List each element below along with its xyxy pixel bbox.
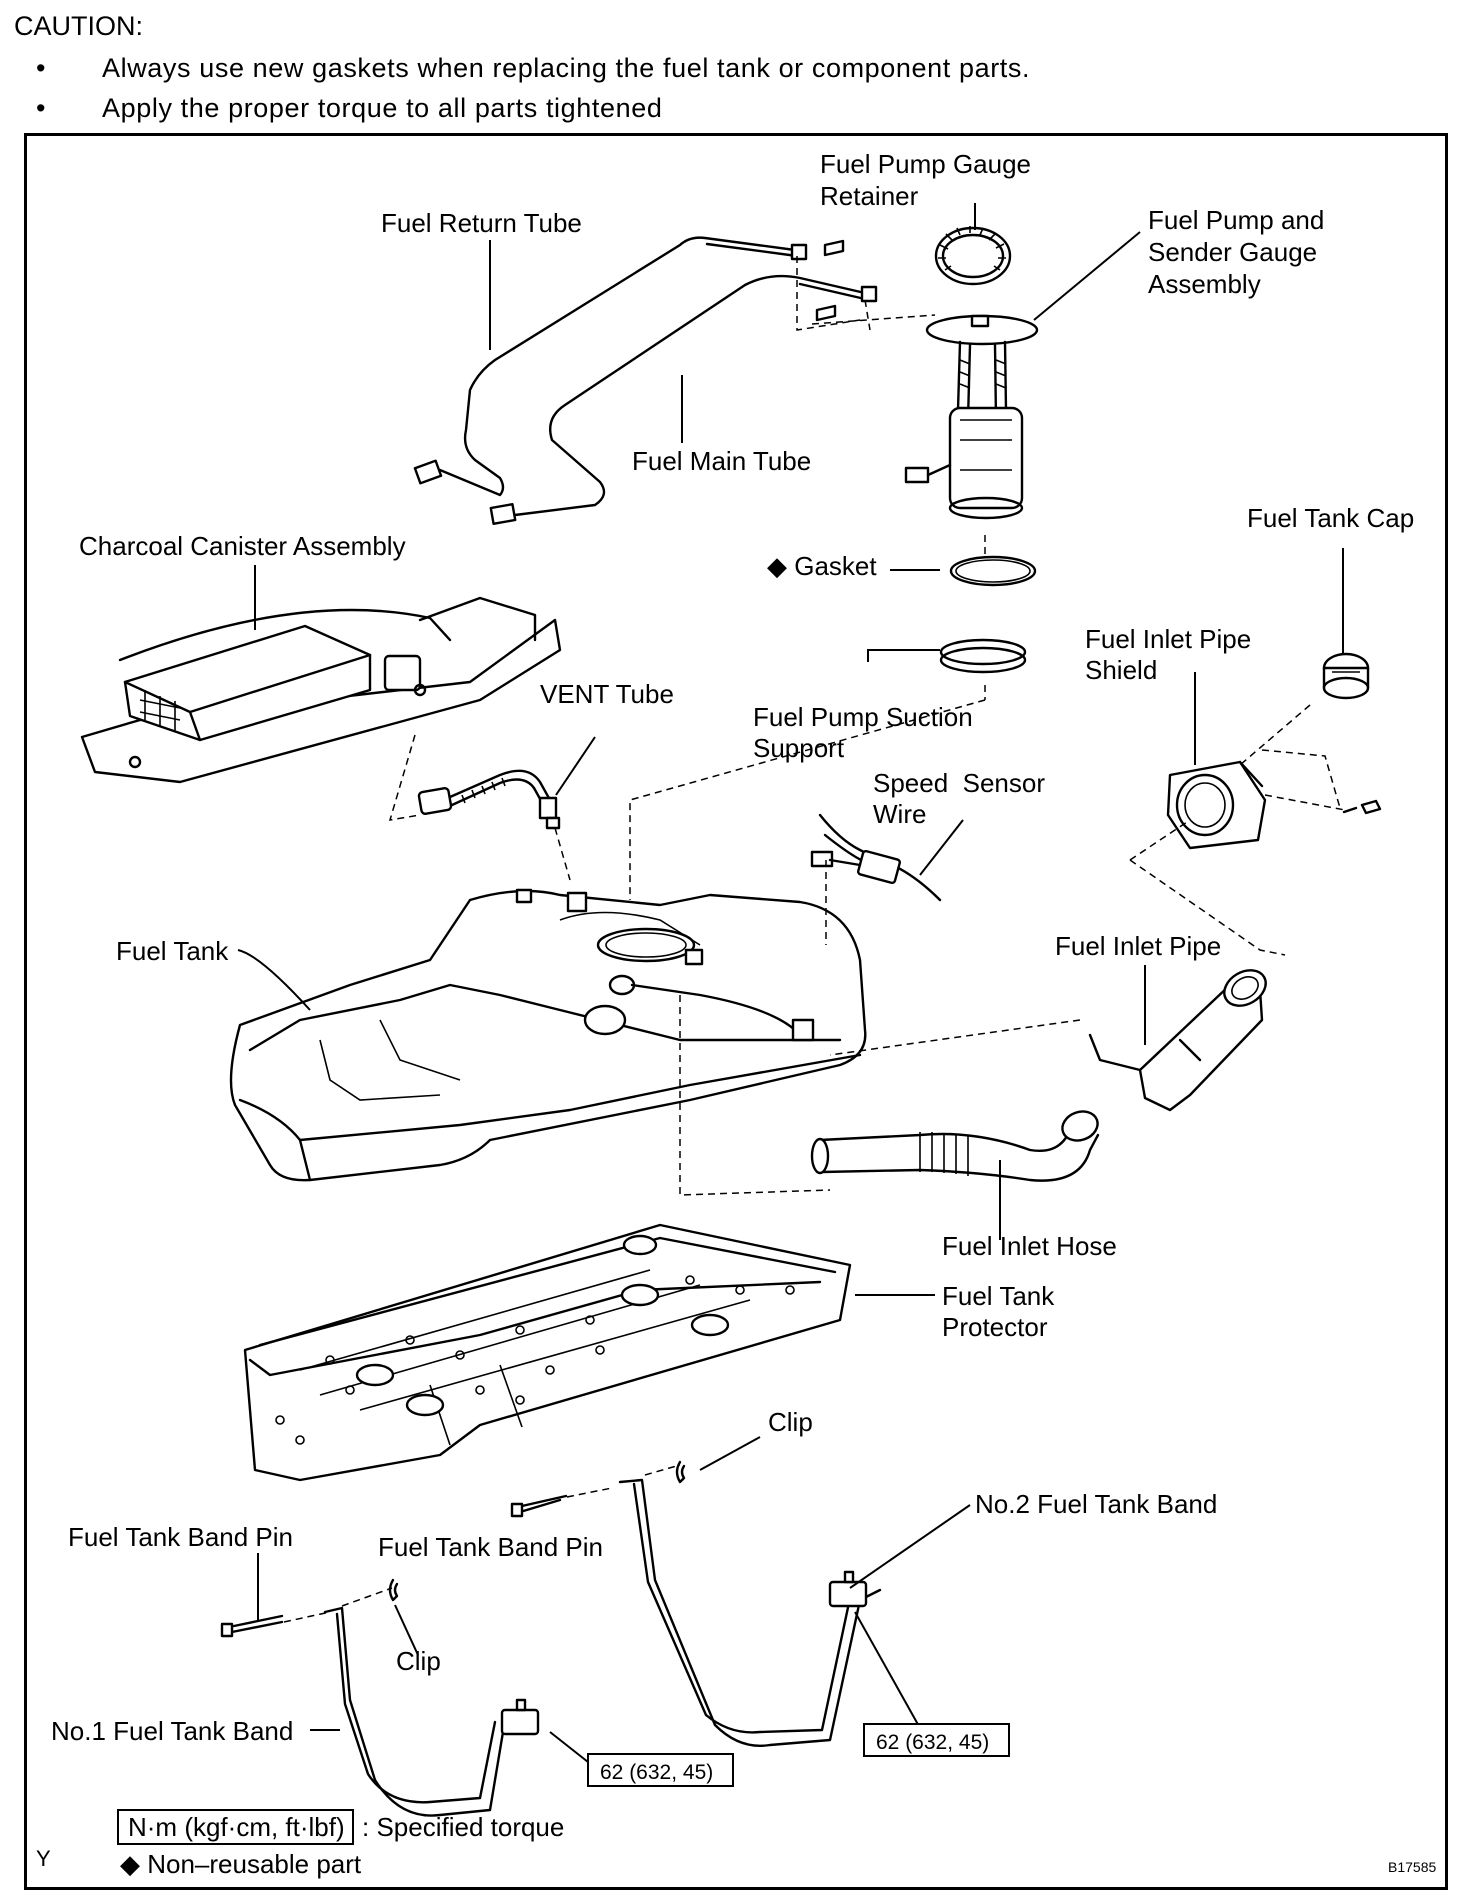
fuel-inlet-pipe-shield — [1166, 760, 1267, 850]
caution-block: CAUTION: • Always use new gaskets when re… — [14, 10, 1030, 128]
leader-lines — [237, 203, 1344, 1763]
vent-tube — [417, 769, 561, 830]
caution-title: CAUTION: — [14, 11, 144, 41]
label-fuel-inlet-hose: Fuel Inlet Hose — [942, 1231, 1117, 1261]
fuel-tank-band-pin-left — [220, 1614, 284, 1638]
fuel-pump-and-sender-gauge-assembly — [904, 314, 1039, 520]
label-speed-sensor-wire-2: Wire — [873, 799, 926, 829]
label-fuel-tank-cap: Fuel Tank Cap — [1247, 503, 1414, 533]
label-no2-fuel-tank-band: No.2 Fuel Tank Band — [975, 1489, 1217, 1519]
fuel-inlet-hose — [810, 1110, 1100, 1182]
label-fuel-tank-protector-2: Protector — [942, 1312, 1048, 1342]
caution-list: • Always use new gaskets when replacing t… — [14, 48, 1030, 128]
legend-torque-unit: N·m (kgf·cm, ft·lbf) — [128, 1812, 345, 1842]
label-vent-tube: VENT Tube — [540, 679, 674, 709]
legend: N·m (kgf·cm, ft·lbf) : Specified torque … — [117, 1809, 564, 1879]
charcoal-canister-assembly — [80, 596, 562, 784]
clip-lower — [388, 1578, 399, 1602]
gasket — [949, 555, 1037, 587]
fuel-pump-suction-support — [939, 638, 1027, 674]
alignment-lines — [283, 256, 1346, 1623]
label-no1-fuel-tank-band: No.1 Fuel Tank Band — [51, 1716, 293, 1746]
label-fuel-inlet-pipe-shield-2: Shield — [1085, 655, 1157, 685]
label-charcoal-canister: Charcoal Canister Assembly — [79, 531, 406, 561]
caution-item: • Apply the proper torque to all parts ti… — [14, 88, 1030, 128]
label-fuel-tank-band-pin-center: Fuel Tank Band Pin — [378, 1532, 603, 1562]
protector-holes — [275, 1275, 795, 1445]
legend-torque-text: : Specified torque — [362, 1812, 564, 1842]
legend-non-reusable: ◆ Non–reusable part — [120, 1849, 362, 1879]
label-gasket: ◆ Gasket — [767, 551, 877, 581]
bullet-icon: • — [36, 93, 47, 124]
label-clip-lower: Clip — [396, 1646, 441, 1676]
label-fuel-pump-sender-3: Assembly — [1148, 269, 1261, 299]
fuel-return-tube — [413, 236, 808, 497]
label-fuel-pump-suction-support-2: Support — [753, 733, 845, 763]
label-fuel-return-tube: Fuel Return Tube — [381, 208, 582, 238]
caution-item: • Always use new gaskets when replacing t… — [14, 48, 1030, 88]
label-fuel-pump-gauge-retainer: Fuel Pump Gauge — [820, 149, 1031, 179]
bullet-icon: • — [36, 53, 47, 84]
no2-fuel-tank-band — [618, 1478, 882, 1747]
label-fuel-main-tube: Fuel Main Tube — [632, 446, 811, 476]
fuel-inlet-pipe — [1088, 969, 1267, 1112]
torque-box-band1: 62 (632, 45) — [587, 1753, 734, 1787]
protector-bosses — [355, 1234, 730, 1417]
caution-text: Always use new gaskets when replacing th… — [102, 53, 1031, 84]
part-labels: Fuel Pump Gauge Retainer Fuel Return Tub… — [51, 149, 1414, 1746]
label-fuel-pump-sender-1: Fuel Pump and — [1148, 205, 1324, 235]
no1-fuel-tank-band — [323, 1606, 540, 1817]
label-fuel-inlet-pipe-shield-1: Fuel Inlet Pipe — [1085, 624, 1251, 654]
torque-value-band2: 62 (632, 45) — [876, 1731, 989, 1754]
fuel-tank-protector — [243, 1223, 852, 1482]
caution-text: Apply the proper torque to all parts tig… — [102, 93, 663, 124]
fuel-tank-cap — [1322, 652, 1370, 700]
tube-clips — [815, 239, 845, 322]
clip-upper — [675, 1460, 686, 1484]
shield-screw — [1342, 799, 1382, 815]
fuel-tank — [229, 888, 867, 1182]
fuel-pump-gauge-retainer — [934, 226, 1012, 286]
footer-left-mark: Y — [36, 1846, 51, 1871]
label-fuel-tank: Fuel Tank — [116, 936, 229, 966]
torque-box-band2: 62 (632, 45) — [863, 1723, 1010, 1757]
label-speed-sensor-wire-1: Speed Sensor — [873, 768, 1045, 798]
label-fuel-tank-protector-1: Fuel Tank — [942, 1281, 1055, 1311]
label-fuel-pump-gauge-retainer-2: Retainer — [820, 181, 919, 211]
diagram-frame — [24, 133, 1448, 1890]
label-fuel-pump-sender-2: Sender Gauge — [1148, 237, 1317, 267]
label-clip-upper: Clip — [768, 1407, 813, 1437]
label-fuel-inlet-pipe: Fuel Inlet Pipe — [1055, 931, 1221, 961]
label-fuel-tank-band-pin-left: Fuel Tank Band Pin — [68, 1522, 293, 1552]
fuel-tank-band-pin-center — [510, 1494, 568, 1518]
torque-value-band1: 62 (632, 45) — [600, 1761, 713, 1784]
fuel-main-tube — [489, 274, 878, 525]
figure-code: B17585 — [1388, 1859, 1436, 1875]
label-fuel-pump-suction-support-1: Fuel Pump Suction — [753, 702, 973, 732]
speed-sensor-wire — [810, 813, 942, 902]
